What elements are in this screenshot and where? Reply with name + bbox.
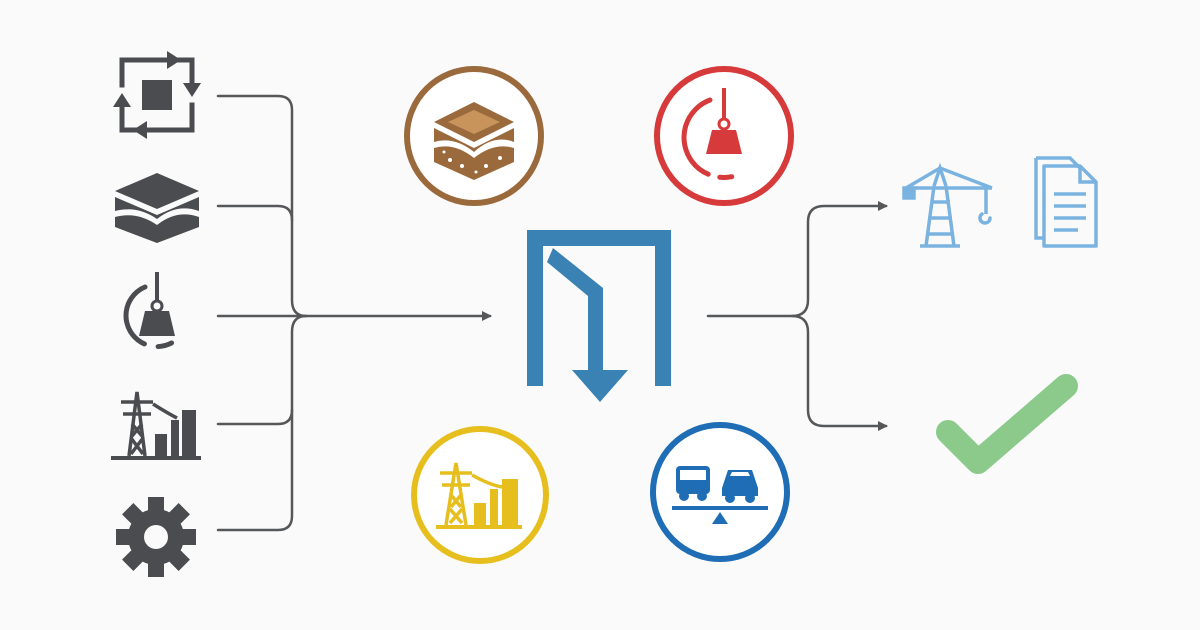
soil-layers-icon: [115, 173, 199, 243]
cycle-square-icon: [113, 51, 201, 139]
crane-icon: [902, 162, 993, 248]
power-tower-badge: [411, 426, 549, 564]
output-connectors: [706, 201, 888, 431]
power-tower-icon: [436, 462, 522, 529]
document-icon: [1034, 156, 1098, 248]
soil-cube-icon: [434, 102, 514, 180]
flow-arrow-icon: [527, 230, 671, 402]
load-weight-icon: [681, 88, 767, 180]
checkmark-icon: [936, 374, 1078, 474]
vehicles-balance-icon: [672, 466, 768, 524]
power-tower-icon: [111, 391, 201, 460]
gear-icon: [116, 497, 196, 577]
vehicles-balance-badge: [650, 422, 790, 562]
load-weight-badge: [654, 66, 794, 206]
load-weight-icon: [123, 272, 191, 349]
input-connectors: [216, 94, 492, 532]
soil-cube-badge: [404, 66, 544, 206]
